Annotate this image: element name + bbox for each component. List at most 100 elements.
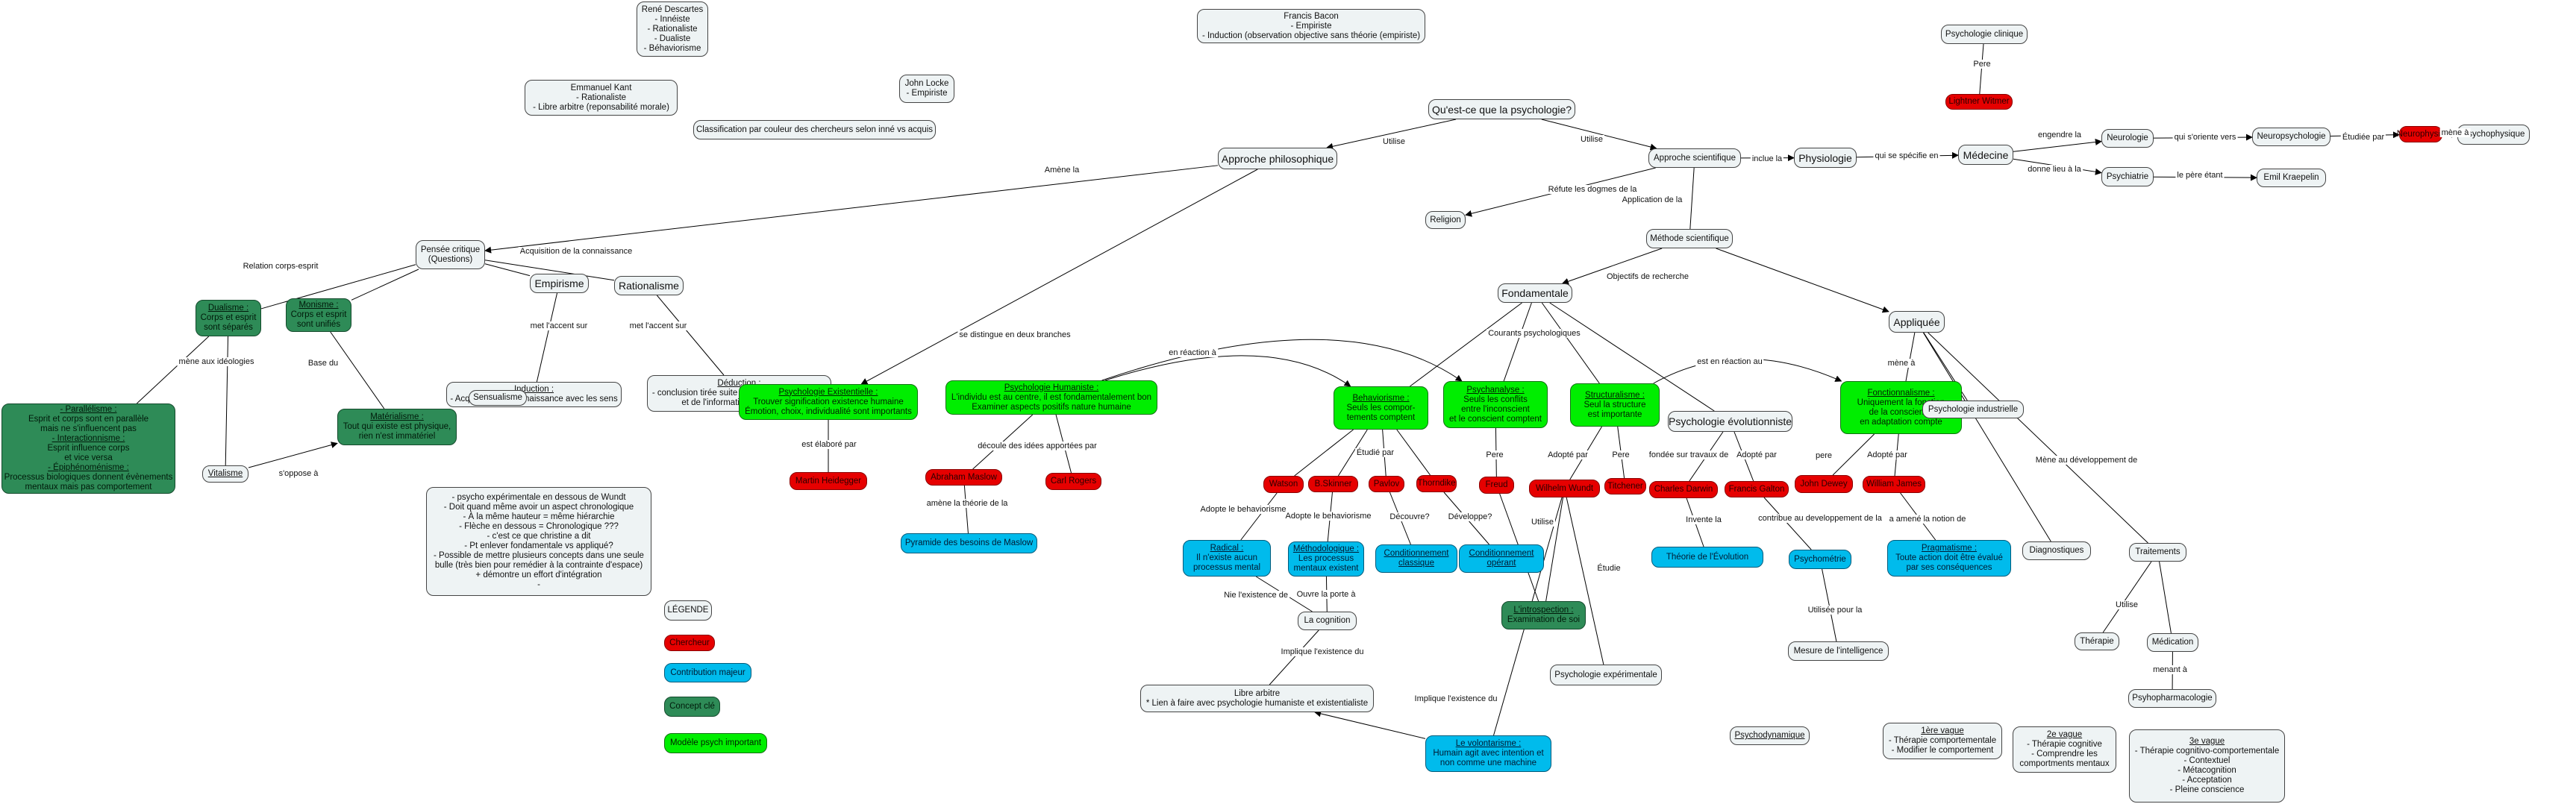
node-psychanalyse-line: Psychanalyse : (1466, 385, 1525, 395)
node-dewey-line: John Dewey (1800, 479, 1848, 489)
node-cognition: La cognition (1298, 612, 1357, 630)
edge-rationalisme-to-deduction (657, 295, 725, 376)
node-watson: Watson (1263, 476, 1304, 493)
edge-watson-to-radical (1240, 492, 1278, 541)
edge-label: Implique l'existence du (1279, 647, 1366, 656)
edge-label: mène à (2439, 128, 2471, 137)
node-approche-philo-line: Approche philosophique (1221, 152, 1334, 165)
node-mesure: Mesure de l'intelligence (1788, 641, 1889, 661)
edge-label: est élaboré par (800, 440, 858, 449)
node-descartes-line: René Descartes (641, 4, 704, 14)
node-methodologique-line: Les processus (1298, 554, 1354, 563)
node-psych-clin-line: Psychologie clinique (1945, 29, 2024, 39)
node-leg-blue-line: Contribution majeur (670, 668, 745, 677)
node-descartes-line: - Rationaliste (647, 24, 698, 34)
edge-label: Adopte le behaviorisme (1198, 505, 1288, 514)
node-leg-red-line: Chercheur (669, 638, 710, 647)
node-fondamentale: Fondamentale (1498, 283, 1572, 303)
node-therapie-line: Thérapie (2080, 636, 2114, 646)
node-pyramide: Pyramide des besoins de Maslow (901, 533, 1037, 553)
node-locke-line: - Empiriste (906, 89, 948, 98)
node-notes-line: - c'est ce que christine a dit (487, 532, 591, 541)
node-locke: John Locke- Empiriste (899, 75, 954, 103)
node-psych-clin: Psychologie clinique (1941, 25, 2028, 44)
edge-label: Nie l'existence de (1222, 591, 1289, 600)
node-radical-line: processus mental (1192, 563, 1261, 572)
node-humaniste-line: Examiner aspects positifs nature humaine (972, 402, 1131, 412)
edge-pensee-to-empirisme (484, 263, 531, 277)
node-notes-line: - psycho expérimentale en dessous de Wun… (451, 493, 626, 502)
node-vague2: 2e vague- Thérapie cognitive- Comprendre… (2013, 726, 2116, 773)
node-kraepelin: Emil Kraepelin (2257, 169, 2326, 187)
edge-label: Adopté par (1866, 450, 1909, 459)
node-therapie: Thérapie (2075, 632, 2119, 650)
edge-label: Utilisée pour la (1806, 606, 1864, 615)
node-volontarisme: Le volontarisme :Humain agit avec intent… (1425, 735, 1551, 772)
node-traitements: Traitements (2129, 543, 2186, 562)
edge-medecine-to-neuro (2013, 139, 2102, 152)
edge-label: mène aux idéologies (177, 357, 256, 366)
node-freud-line: Freud (1485, 480, 1508, 489)
node-dualisme-line: Corps et esprit (200, 313, 257, 322)
node-pensee-line: (Questions) (428, 254, 473, 264)
node-volontarisme-line: Humain agit avec intention et (1433, 749, 1544, 758)
node-paralleles-line: - Parallélisme : (60, 405, 117, 414)
node-pavlov-line: Pavlov (1373, 479, 1400, 489)
node-galton: Francis Galton (1725, 481, 1789, 497)
node-monisme-line: sont unifiés (296, 320, 341, 329)
node-volontarisme-line: Le volontarisme : (1455, 739, 1522, 748)
node-kant: Emmanuel Kant- Rationaliste- Libre arbit… (525, 80, 678, 116)
edge-dualisme-to-vitalisme (225, 336, 229, 466)
edge-behaviorisme-to-watson (1294, 429, 1354, 477)
node-structuralisme-line: est importante (1587, 409, 1642, 419)
node-appliquee-line: Appliquée (1893, 315, 1940, 328)
node-cond-operant-line: opérant (1486, 559, 1516, 568)
node-paralleles-line: - Interactionnisme : (51, 434, 125, 443)
edge-label: qui s'oriente vers (2172, 133, 2238, 142)
edge-label: Développe? (1446, 512, 1494, 521)
node-leg-dark: Concept clé (664, 697, 720, 717)
edge-fondamentale-to-structuralisme (1541, 302, 1600, 384)
edge-pensee-to-monisme (351, 268, 419, 301)
node-methodologique-line: Méthodologique : (1292, 544, 1360, 553)
node-titchener-line: Titchener (1607, 481, 1643, 491)
edge-quest-to-approche-sci (1541, 119, 1657, 151)
edge-label: a amené la notion de (1887, 515, 1968, 524)
node-descartes-line: - Innéiste (654, 14, 690, 24)
node-vague1-line: - Modifier le comportement (1891, 746, 1994, 755)
node-appliquee: Appliquée (1889, 311, 1945, 333)
edge-monisme-to-materialisme (330, 331, 385, 409)
node-humaniste-line: L'individu est au centre, il est fondame… (951, 392, 1152, 402)
node-radical-line: Il n'existe aucun (1195, 553, 1258, 562)
node-psych-indus: Psychologie industrielle (1922, 401, 2024, 418)
node-darwin: Charles Darwin (1649, 481, 1718, 498)
node-pragmatisme-line: Toute action doit être évalué (1895, 553, 2003, 562)
node-fonctionnalisme-line: Fonctionnalisme : (1867, 388, 1935, 398)
node-psychanalyse-line: Seuls les conflits (1463, 395, 1528, 404)
node-structuralisme-line: Seul la structure (1584, 400, 1646, 409)
node-vitalisme-line: Vitalisme (207, 469, 243, 478)
node-leg-dark-line: Concept clé (669, 702, 715, 711)
edge-label: Base du (306, 359, 340, 368)
node-leg-title-line: LÉGENDE (667, 606, 709, 615)
node-methode: Méthode scientifique (1646, 229, 1733, 248)
node-locke-line: John Locke (904, 79, 949, 88)
node-pensee: Pensée critique(Questions) (416, 240, 485, 269)
node-bacon-line: - Empiriste (1290, 21, 1332, 31)
node-vague3-line: - Contextuel (2183, 756, 2230, 765)
node-descartes-line: - Béhaviorisme (643, 43, 701, 53)
node-psychanalyse-line: entre l'inconscient (1461, 404, 1530, 414)
node-religion-line: Religion (1430, 215, 1461, 224)
node-psychopharm: Psyhopharmacologie (2128, 689, 2216, 708)
edge-fondamentale-to-psychanalyse (1503, 302, 1532, 382)
node-medication: Médication (2147, 633, 2198, 652)
node-skinner: B.Skinner (1308, 476, 1358, 492)
node-fonctionnalisme-line: de la conscience (1869, 407, 1933, 417)
edge-label: Ouvre la porte à (1295, 590, 1357, 599)
node-psychometrie: Psychométrie (1789, 550, 1851, 569)
edge-appliquee-to-traitements (1928, 332, 2148, 544)
node-notes: - psycho expérimentale en dessous de Wun… (426, 487, 651, 596)
